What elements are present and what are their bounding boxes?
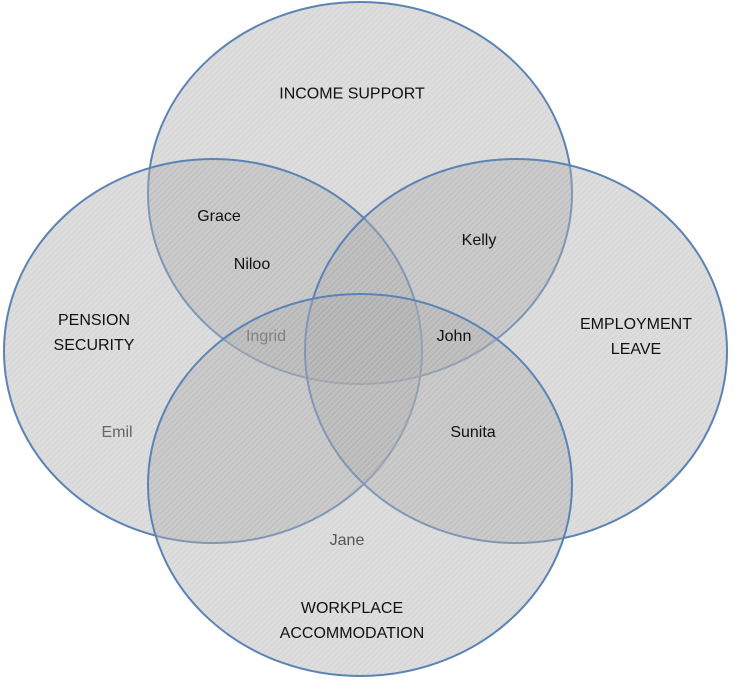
set-label-pension-security: PENSION SECURITY xyxy=(53,312,135,354)
name-john: John xyxy=(436,328,472,345)
name-jane: Jane xyxy=(329,532,365,549)
name-niloo: Niloo xyxy=(233,256,271,273)
set-label-workplace-accommodation: WORKPLACE ACCOMMODATION xyxy=(279,600,425,642)
name-emil: Emil xyxy=(101,424,133,441)
circle-workplace-accommodation xyxy=(147,293,573,677)
name-ingrid: Ingrid xyxy=(245,328,287,345)
name-kelly: Kelly xyxy=(461,232,497,249)
name-grace: Grace xyxy=(197,208,241,225)
set-label-employment-leave: EMPLOYMENT LEAVE xyxy=(579,316,693,358)
set-label-income-support: INCOME SUPPORT xyxy=(279,85,425,103)
name-sunita: Sunita xyxy=(450,424,496,441)
